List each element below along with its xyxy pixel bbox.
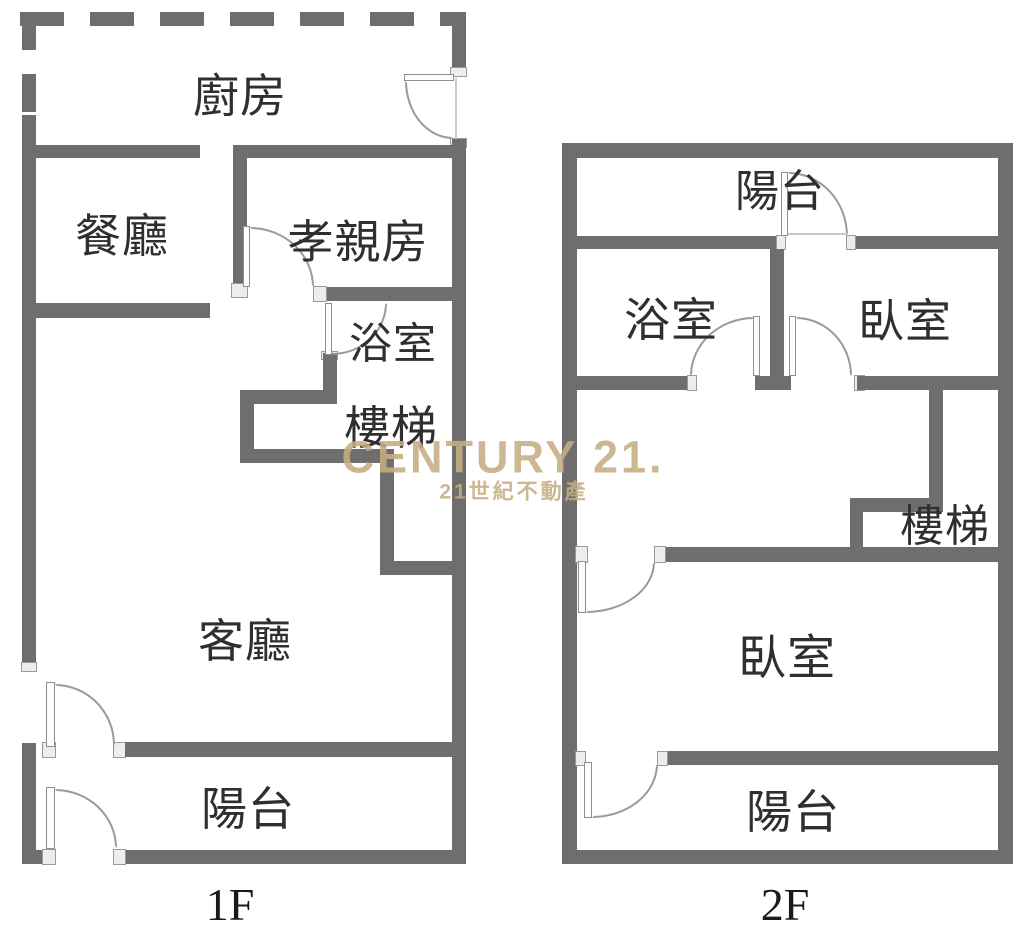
room-label-kitchen: 廚房 [193, 69, 287, 123]
room-label-balcony-1f: 陽台 [201, 782, 295, 836]
floor-label-1f: 1F [205, 879, 255, 927]
room-label-balcony-2f-top: 陽台 [735, 166, 825, 217]
wall [850, 498, 943, 512]
door-jamb [313, 286, 327, 302]
door-leaf [46, 787, 55, 849]
wall [126, 850, 466, 864]
wall [315, 287, 452, 301]
room-label-living: 客廳 [198, 614, 292, 668]
wall [562, 236, 777, 249]
door-arc [55, 684, 115, 745]
door-leaf [325, 303, 332, 355]
wall-dashed-left [22, 12, 36, 115]
door-threshold [455, 78, 457, 139]
wall [22, 743, 36, 864]
door-arc [55, 789, 117, 848]
wall [452, 26, 466, 68]
wall [562, 143, 577, 864]
wall [22, 145, 200, 158]
door-arc [592, 764, 658, 818]
door-leaf [46, 682, 55, 747]
wall [668, 751, 1013, 765]
wall [998, 143, 1013, 864]
door-threshold [788, 233, 848, 235]
wall [929, 388, 943, 498]
door-jamb [657, 751, 668, 766]
room-label-balcony-2f-bottom: 陽台 [746, 785, 840, 839]
wall [452, 139, 466, 864]
wall [22, 303, 210, 318]
door-jamb [846, 235, 856, 250]
room-label-bedroom-right: 臥室 [858, 294, 952, 348]
door-jamb [113, 849, 126, 865]
door-leaf [578, 561, 586, 613]
room-label-bedroom-main: 臥室 [737, 630, 837, 686]
door-leaf [404, 74, 454, 81]
room-label-dining: 餐廳 [75, 209, 169, 263]
door-jamb [42, 849, 56, 865]
door-jamb [450, 67, 467, 77]
wall [755, 376, 791, 390]
wall [240, 390, 254, 462]
door-jamb [575, 751, 586, 766]
room-label-stairs-2f: 樓梯 [900, 501, 990, 552]
room-label-stairs-1f: 樓梯 [344, 401, 438, 455]
wall [22, 115, 36, 672]
wall [233, 145, 452, 158]
wall [240, 390, 337, 404]
room-label-bathroom-2f: 浴室 [624, 293, 718, 347]
room-label-elder-room: 孝親房 [287, 215, 429, 269]
floor-label-2f: 2F [760, 879, 810, 927]
door-leaf [753, 316, 760, 376]
door-leaf [789, 316, 796, 376]
door-jamb [21, 662, 37, 672]
door-arc [796, 317, 852, 376]
wall [856, 236, 1013, 249]
wall [562, 376, 690, 390]
door-arc [405, 81, 453, 139]
wall-dashed-top [20, 12, 466, 26]
door-leaf [243, 226, 250, 287]
wall [562, 850, 1013, 864]
wall [125, 742, 452, 757]
wall [666, 547, 1013, 562]
door-leaf [584, 762, 592, 818]
door-arc [586, 562, 655, 613]
wall [562, 143, 1013, 158]
wall [770, 249, 784, 390]
wall [240, 449, 380, 463]
room-label-bathroom-1f: 浴室 [349, 319, 437, 370]
door-jamb [687, 375, 697, 391]
door-jamb [654, 546, 666, 563]
century21-watermark-subtitle: 21世紀不動產 [439, 480, 589, 504]
wall [380, 449, 394, 575]
wall [380, 561, 452, 575]
wall [850, 498, 863, 553]
century21-watermark-logo: CENTURY 21. [341, 431, 665, 483]
wall [22, 850, 43, 864]
wall [857, 376, 1013, 390]
door-jamb [776, 235, 786, 250]
